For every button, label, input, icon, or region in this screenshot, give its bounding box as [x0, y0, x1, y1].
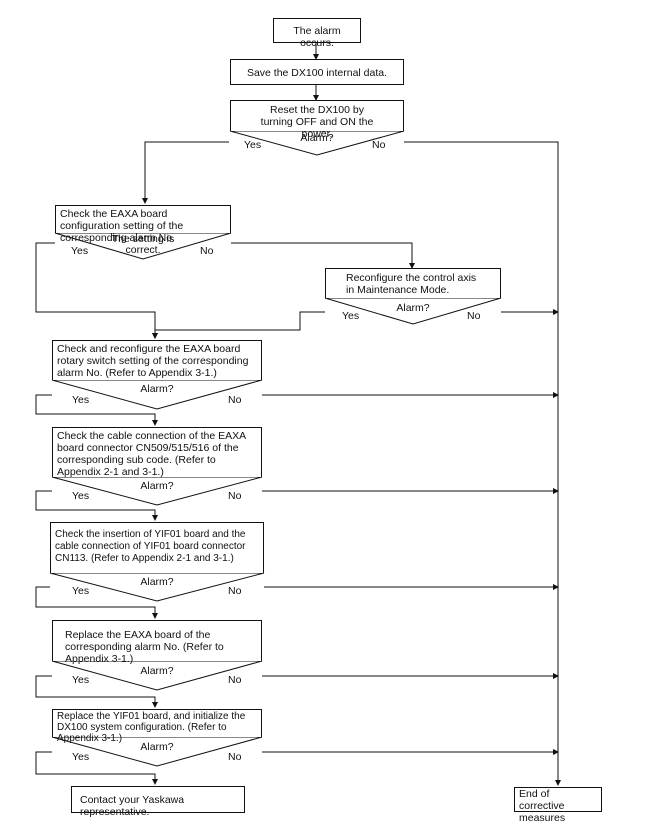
cable-connection-label: Check the cable connection of the EAXA b… [57, 430, 246, 478]
contact-label: Contact your Yaskawa representative. [80, 794, 185, 818]
reconfigure-axis-label: Reconfigure the control axis in Maintena… [346, 272, 477, 296]
reconfigure-axis-question: Alarm? [396, 302, 430, 314]
rotary-switch-question: Alarm? [140, 383, 174, 395]
rotary-switch-no-label: No [228, 394, 242, 406]
yif01-insertion-question: Alarm? [140, 576, 174, 588]
replace-yif01-question: Alarm? [140, 741, 174, 753]
replace-eaxa-label: Replace the EAXA board of the correspond… [65, 629, 224, 665]
arrow-axis-yes [152, 311, 325, 339]
yif01-insertion-label: Check the insertion of YIF01 board and t… [55, 529, 246, 564]
arrow-yif-yes [35, 586, 158, 619]
yif01-insertion-yes-label: Yes [72, 585, 90, 597]
check-config-no-label: No [200, 245, 214, 257]
check-config-label: Check the EAXA board configuration setti… [60, 208, 184, 244]
reset-question: Alarm? [300, 132, 334, 144]
rotary-switch-label: Check and reconfigure the EAXA board rot… [57, 343, 249, 379]
yif-decision-diamond [49, 572, 265, 602]
arrow-cable-yes [35, 490, 158, 521]
replace-yif01-yes-label: Yes [72, 751, 90, 763]
end-label: End of corrective measures [519, 788, 566, 824]
cable-decision-diamond [51, 476, 263, 506]
arrow-reset-yes [142, 141, 229, 204]
yif01-insertion-no-label: No [228, 585, 242, 597]
reconfigure-axis-no-label: No [467, 310, 481, 322]
rotary-switch-box: Check and reconfigure the EAXA board rot… [52, 340, 262, 380]
replace-yif01-label: Replace the YIF01 board, and initialize … [57, 711, 246, 744]
check-config-question: The setting is correct. [111, 233, 175, 256]
replace-yif01-no-label: No [228, 751, 242, 763]
reconfigure-axis-box: Reconfigure the control axis in Maintena… [325, 268, 501, 298]
reset-yes-label: Yes [244, 139, 262, 151]
replace-eaxa-no-label: No [228, 674, 242, 686]
rotary-decision-diamond [51, 379, 263, 410]
reset-no-label: No [372, 139, 386, 151]
start-label: The alarm occurs. [293, 25, 341, 49]
reset-label: Reset the DX100 by turning OFF and ON th… [260, 104, 374, 140]
cable-connection-question: Alarm? [140, 480, 174, 492]
config-decision-diamond [54, 232, 232, 260]
replace-yif-decision-diamond [51, 736, 263, 767]
replace-eaxa-yes-label: Yes [72, 674, 90, 686]
arrow-rotary-yes [35, 394, 158, 426]
reset-decision-diamond [229, 130, 405, 156]
eaxa-decision-diamond [51, 660, 263, 691]
cable-connection-box: Check the cable connection of the EAXA b… [52, 427, 262, 478]
arrow-eaxa-yes [35, 675, 158, 708]
check-config-box: Check the EAXA board configuration setti… [55, 205, 231, 244]
reconfigure-axis-yes-label: Yes [342, 310, 360, 322]
reset-box: Reset the DX100 by turning OFF and ON th… [230, 100, 404, 140]
cable-connection-yes-label: Yes [72, 490, 90, 502]
axis-decision-diamond [324, 297, 502, 325]
replace-yif01-box: Replace the YIF01 board, and initialize … [52, 709, 262, 744]
end-box: End of corrective measures [514, 787, 602, 824]
arrow-reset-no [404, 141, 561, 786]
check-config-yes-label: Yes [71, 245, 89, 257]
rotary-switch-yes-label: Yes [72, 394, 90, 406]
arrow-config-no [231, 242, 415, 269]
yif01-insertion-box: Check the insertion of YIF01 board and t… [50, 522, 264, 573]
save-box: Save the DX100 internal data. [230, 59, 404, 85]
arrow-config-yes [35, 242, 158, 339]
cable-connection-no-label: No [228, 490, 242, 502]
replace-eaxa-question: Alarm? [140, 665, 174, 677]
contact-box: Contact your Yaskawa representative. [71, 786, 245, 818]
replace-eaxa-box: Replace the EAXA board of the correspond… [52, 620, 262, 665]
arrow-replace-yif-yes [35, 751, 158, 785]
start-box: The alarm occurs. [273, 18, 361, 49]
save-label: Save the DX100 internal data. [246, 67, 388, 79]
